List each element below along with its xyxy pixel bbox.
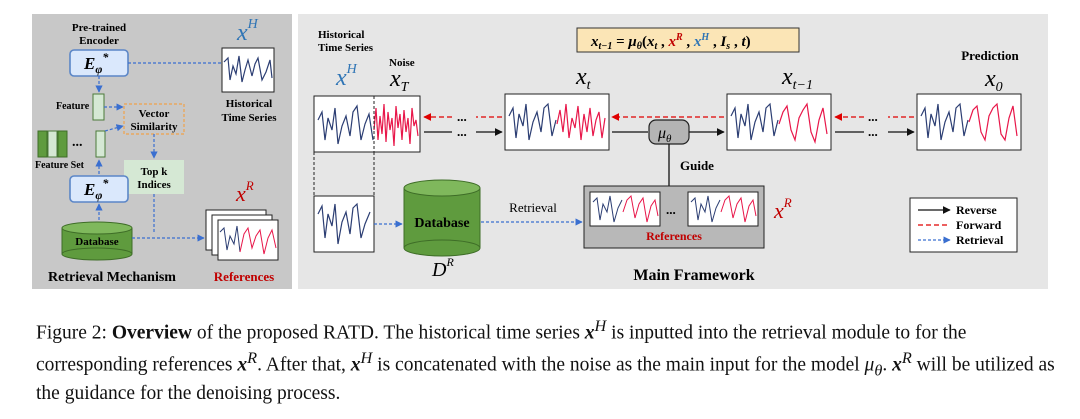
topk-2: Indices: [137, 179, 171, 191]
dots-2: ...: [457, 124, 467, 139]
caption-fig-number: Figure 2:: [36, 322, 112, 344]
left-xr-label: xR: [235, 178, 254, 206]
left-references-label: References: [214, 269, 274, 284]
feature-set-bar-4: [95, 130, 106, 158]
xt1-history-series: [730, 102, 779, 141]
caption-xr2: x: [892, 354, 902, 375]
feature-set-bar-1: [37, 130, 48, 158]
xt1-label: xt−1: [781, 64, 813, 93]
feature-set-to-similarity: [104, 124, 124, 132]
encoder-symbol-bottom: Eφ*: [83, 176, 109, 202]
feature-set-bar-2: [47, 130, 58, 158]
caption-mu-sub: θ: [874, 360, 883, 379]
legend-retrieval: Retrieval: [956, 233, 1004, 247]
caption-xr-sup: R: [247, 348, 258, 367]
feature-vector: [92, 93, 105, 121]
reference-plot-1: [589, 191, 661, 227]
query-history-series: [317, 202, 371, 245]
guide-label: Guide: [680, 158, 714, 173]
dots-3: ...: [868, 109, 878, 124]
caption-s6: will be utilized as the guidance for the…: [36, 354, 1055, 404]
main-xt-noise-label: xT: [389, 66, 410, 95]
feature-set-dots: ...: [72, 135, 83, 150]
topk-1: Top k: [141, 166, 169, 178]
feature-label: Feature: [56, 101, 90, 112]
left-history-series: [223, 55, 273, 83]
formula: xt−1 = μθ(xt , xR , xH , Is , t): [590, 32, 751, 52]
formula-box: [576, 27, 800, 53]
legend-reverse: Reverse: [956, 203, 997, 217]
main-database: [403, 179, 481, 257]
vector-similarity-1: Vector: [139, 108, 170, 120]
xt1-pred-series: [778, 102, 828, 145]
main-xh-label: xH: [335, 62, 358, 91]
main-framework-title: Main Framework: [633, 267, 754, 284]
references-dots: ...: [666, 202, 676, 217]
dr-label: DR: [431, 255, 454, 281]
encoder-label-1: Pre-trained: [72, 22, 126, 34]
feature-set-label: Feature Set: [35, 160, 85, 171]
xt-label: xt: [575, 64, 592, 93]
x0-label: x0: [984, 66, 1003, 95]
main-hist-1: Historical: [318, 29, 364, 41]
x0-history-series: [920, 102, 969, 141]
left-historical-2: Time Series: [221, 112, 277, 124]
left-history-plot: [221, 47, 275, 93]
xt-history-series: [508, 102, 557, 141]
caption-bold: Overview: [111, 322, 192, 344]
figure-caption: Figure 2: Overview of the proposed RATD.…: [36, 314, 1056, 406]
caption-xh: x: [584, 322, 595, 344]
retrieval-label: Retrieval: [509, 200, 557, 215]
retrieval-mechanism-title: Retrieval Mechanism: [48, 270, 176, 285]
caption-s1: of the proposed RATD. The historical tim…: [191, 322, 585, 344]
caption-xh2: x: [350, 354, 361, 375]
encoder-label-2: Encoder: [79, 35, 119, 47]
ratd-overview-diagram: Pre-trained Encoder Eφ* xH Historical Ti…: [32, 14, 1048, 289]
left-historical-1: Historical: [226, 98, 272, 110]
mu-theta-label: μθ: [657, 125, 672, 145]
encoder-box-bottom: [69, 175, 129, 203]
encoder-symbol-top: Eφ*: [83, 50, 109, 76]
legend-forward: Forward: [956, 218, 1002, 232]
left-xh-label: xH: [236, 17, 259, 46]
caption-xr: x: [237, 354, 248, 375]
topk-box: [124, 160, 184, 194]
input-noise-series: [373, 103, 419, 147]
main-references-label: References: [646, 229, 702, 243]
main-xr-label: xR: [773, 195, 792, 223]
input-plot: [313, 95, 421, 153]
vector-similarity-2: Similarity: [130, 121, 178, 133]
left-database-label: Database: [75, 236, 119, 248]
input-history-series: [317, 104, 374, 145]
caption-s4: is concatenated with the noise as the ma…: [372, 354, 865, 375]
main-hist-2: Time Series: [318, 42, 374, 54]
x0-pred-series: [968, 102, 1018, 142]
caption-s5: .: [882, 354, 893, 375]
prediction-label: Prediction: [961, 48, 1019, 63]
caption-s3: . After that,: [257, 354, 351, 375]
reference-plot-2: [687, 191, 759, 227]
caption-s2: is inputted into the retrieval module to…: [36, 322, 967, 376]
dots-4: ...: [868, 124, 878, 139]
caption-xr2-sup: R: [901, 348, 912, 367]
left-database: [61, 221, 133, 261]
left-reference-stack: [205, 209, 279, 261]
main-noise: Noise: [389, 57, 415, 69]
feature-set-bar-3: [57, 130, 68, 158]
main-database-label: Database: [414, 216, 469, 231]
caption-xh-sup: H: [594, 317, 607, 335]
dots-1: ...: [457, 109, 467, 124]
caption-xh2-sup: H: [360, 348, 373, 367]
caption-mu: μ: [864, 354, 875, 375]
xt1-plot: [726, 93, 832, 151]
xt-noise-series: [556, 103, 606, 141]
